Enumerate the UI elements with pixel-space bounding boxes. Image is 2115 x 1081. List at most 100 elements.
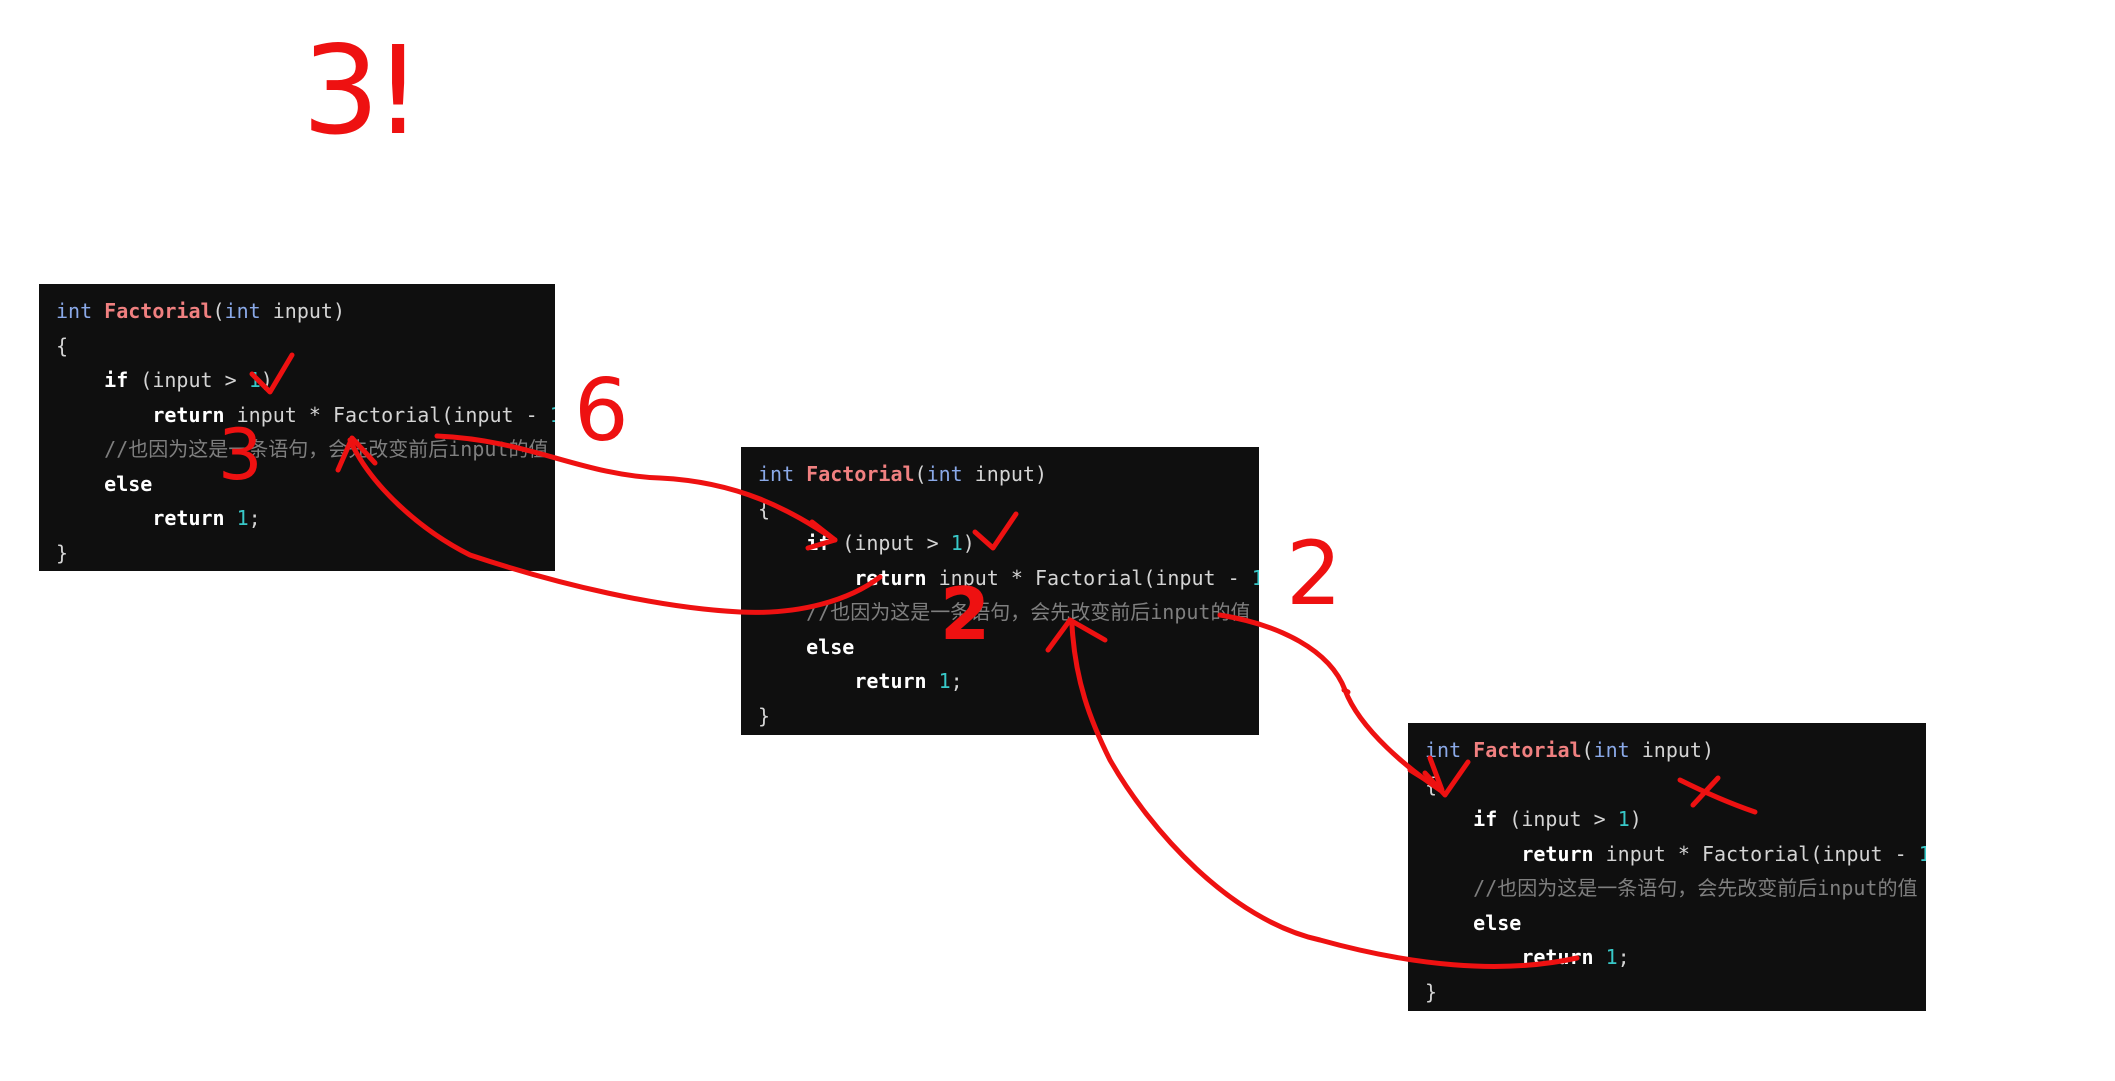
return-keyword: return [152,402,225,427]
code-line-3: if (input > 1) [56,363,555,398]
code-block-call-1: int Factorial(int input) { if (input > 1… [39,284,555,571]
return-keyword: return [854,565,927,590]
code-line-3: if (input > 1) [1425,802,1926,837]
punct: ; [950,669,963,693]
return-keyword: return [854,669,927,693]
number-literal: 1 [1617,807,1630,831]
ink-dot [1341,687,1351,695]
indent [1425,876,1473,900]
number-literal: 1 [550,403,555,427]
type-keyword: int [926,462,963,486]
condition: (input > [830,531,951,555]
code-line-7: return 1; [758,664,1259,699]
punct: ( [914,462,927,486]
space [225,506,237,530]
number-literal: 1 [1605,945,1618,969]
code-line-3: if (input > 1) [758,526,1259,561]
punct: ) [260,368,273,392]
code-line-8: } [1425,975,1926,1010]
code-line-8: } [758,699,1259,734]
code-block-call-3: int Factorial(int input) { if (input > 1… [1408,723,1926,1011]
punct: ; [1617,945,1630,969]
punct: ) [1629,807,1642,831]
code-line-4: return input * Factorial(input - 1); [758,561,1259,596]
code-line-6: else [56,467,555,502]
brace-open: { [56,333,69,358]
number-literal: 1 [1918,841,1926,866]
indent [758,669,854,693]
brace-open: { [1425,772,1438,797]
function-name: Factorial [806,462,915,486]
brace-close: } [758,703,771,728]
space [927,669,939,693]
code-line-4: return input * Factorial(input - 1); [56,398,555,433]
indent [758,600,806,624]
indent [1425,842,1521,866]
param: input) [260,299,346,323]
annotation-result-6: 6 [574,361,629,461]
punct: ; [248,506,261,530]
brace-close: } [56,540,69,565]
indent [56,472,104,496]
code-line-2: { [1425,768,1926,803]
indent [758,566,854,590]
number-literal: 1 [950,531,963,555]
indent [1425,807,1473,831]
type-keyword: int [1425,738,1462,762]
code-comment: //也因为这是一条语句，会先改变前后input的值 [104,437,549,461]
return-keyword: return [152,506,225,530]
code-line-2: { [56,329,555,364]
code-line-4: return input * Factorial(input - 1); [1425,837,1926,872]
number-literal: 1 [236,506,249,530]
indent [56,368,104,392]
indent [56,506,152,530]
annotation-input-3: 3 [218,414,263,496]
type-keyword: int [758,462,795,486]
code-line-8: } [56,536,555,571]
code-line-1: int Factorial(int input) [1425,733,1926,768]
type-keyword: int [56,299,93,323]
space [1594,945,1606,969]
code-comment: //也因为这是一条语句，会先改变前后input的值 [1473,876,1918,900]
brace-open: { [758,496,771,521]
condition: (input > [1497,807,1618,831]
if-keyword: if [1473,807,1498,831]
indent [56,437,104,461]
type-keyword: int [224,299,261,323]
code-line-6: else [1425,906,1926,941]
code-comment: //也因为这是一条语句，会先改变前后input的值 [806,600,1251,624]
code-line-2: { [758,492,1259,527]
code-line-7: return 1; [1425,940,1926,975]
number-literal: 1 [1251,565,1259,590]
factorial-title-annotation: 3! [302,20,423,162]
annotation-result-2: 2 [1286,522,1342,625]
expression: input * Factorial(input - [224,402,550,427]
indent [758,531,806,555]
return-keyword: return [1521,945,1594,969]
code-line-5: //也因为这是一条语句，会先改变前后input的值 [56,432,555,467]
code-line-5: //也因为这是一条语句，会先改变前后input的值 [758,595,1259,630]
punct: ) [962,531,975,555]
brace-close: } [1425,979,1438,1004]
function-name: Factorial [1473,738,1582,762]
annotation-input-2: 2 [940,572,991,656]
return-keyword: return [1521,841,1594,866]
number-literal: 1 [938,669,951,693]
indent [1425,945,1521,969]
number-literal: 1 [248,368,261,392]
type-keyword: int [1593,738,1630,762]
expression: input * Factorial(input - [926,565,1252,590]
else-keyword: else [104,471,153,496]
param: input) [1629,738,1715,762]
else-keyword: else [806,634,855,659]
param: input) [962,462,1048,486]
punct: ( [1581,738,1594,762]
else-keyword: else [1473,910,1522,935]
if-keyword: if [806,531,831,555]
indent [758,635,806,659]
code-line-1: int Factorial(int input) [56,294,555,329]
code-block-call-2: int Factorial(int input) { if (input > 1… [741,447,1259,735]
punct: ( [212,299,225,323]
function-name: Factorial [104,299,213,323]
code-line-5: //也因为这是一条语句，会先改变前后input的值 [1425,871,1926,906]
